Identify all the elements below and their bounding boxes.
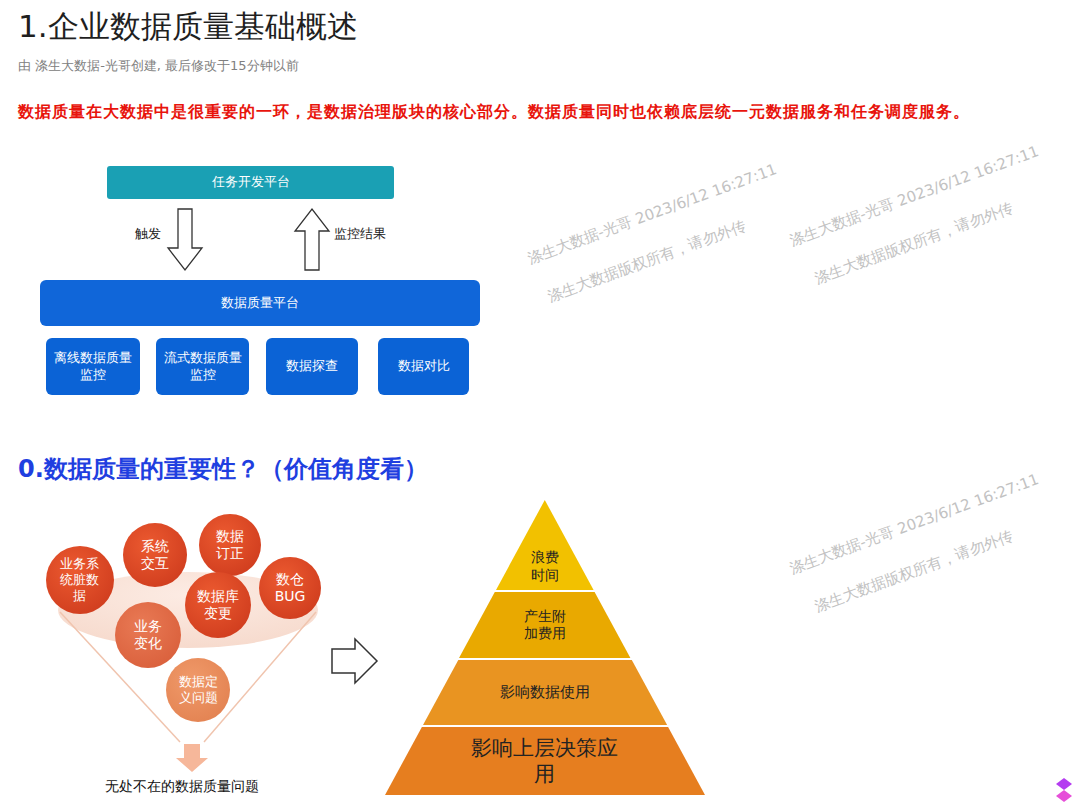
intro-paragraph: 数据质量在大数据中是很重要的一环，是数据治理版块的核心部分。数据质量同时也依赖底… (18, 102, 970, 123)
node-text: 数仓 BUG (271, 571, 309, 606)
node-text: 业务系统脏数据 (60, 556, 100, 605)
section-heading: 0.数据质量的重要性？（价值角度看） (18, 453, 428, 485)
page-meta: 由 涤生大数据-光哥创建, 最后修改于15分钟以前 (18, 57, 299, 75)
figure-caption: 无处不在的数据质量问题 (105, 778, 259, 796)
page-title: 1.企业数据质量基础概述 (18, 6, 358, 48)
block-arrow (168, 209, 202, 270)
module-box: 离线数据质量监控 (46, 338, 140, 395)
node-text: 数据质量平台 (221, 295, 299, 311)
band-fill (459, 592, 630, 658)
issue-circle: 数据订正 (199, 514, 261, 576)
pyramid-band: 浪费时间 (496, 500, 594, 590)
band-fill (496, 500, 594, 590)
block-arrow (295, 209, 329, 270)
band-fill (423, 660, 667, 725)
issue-circle: 数据库变更 (185, 572, 251, 638)
node-text: 离线数据质量监控 (53, 350, 134, 383)
platform-box: 任务开发平台 (107, 166, 394, 199)
node-text: 影响数据使用 (500, 683, 590, 702)
module-box: 数据对比 (378, 338, 469, 395)
edge-label: 监控结果 (334, 225, 386, 243)
band-fill (385, 727, 705, 795)
node-text: 产生附加费用 (523, 608, 568, 643)
node-text: 业务变化 (133, 618, 164, 653)
module-box: 流式数据质量监控 (156, 338, 249, 395)
node-text: 数据库变更 (196, 588, 241, 623)
node-text: 流式数据质量监控 (162, 350, 243, 383)
node-text: 任务开发平台 (212, 174, 290, 190)
issue-circle: 数据定义问题 (166, 658, 230, 722)
hollow-arrow (332, 639, 377, 683)
issue-circle: 业务系统脏数据 (46, 546, 114, 614)
node-text: 系统交互 (140, 538, 171, 573)
watermark: 涤生大数据版权所有，请勿外传 (545, 217, 749, 307)
node-text: 数据定义问题 (177, 674, 219, 707)
module-box: 数据探查 (266, 338, 358, 395)
issue-circle: 业务变化 (115, 602, 181, 668)
pyramid-band: 产生附加费用 (459, 592, 630, 658)
node-text: 浪费时间 (530, 549, 561, 584)
corner-logo (1056, 778, 1072, 802)
issue-circle: 数仓 BUG (259, 557, 321, 619)
edge-label: 触发 (135, 225, 161, 243)
pyramid-band: 影响上层决策应用 (385, 727, 705, 795)
issue-circle: 系统交互 (123, 523, 187, 587)
node-text: 数据订正 (215, 528, 246, 563)
platform-box: 数据质量平台 (40, 280, 480, 326)
node-text: 影响上层决策应用 (468, 735, 621, 788)
funnel-down-arrow (176, 744, 208, 772)
node-text: 数据对比 (398, 358, 450, 374)
node-text: 数据探查 (286, 358, 338, 374)
pyramid-band: 影响数据使用 (423, 660, 667, 725)
